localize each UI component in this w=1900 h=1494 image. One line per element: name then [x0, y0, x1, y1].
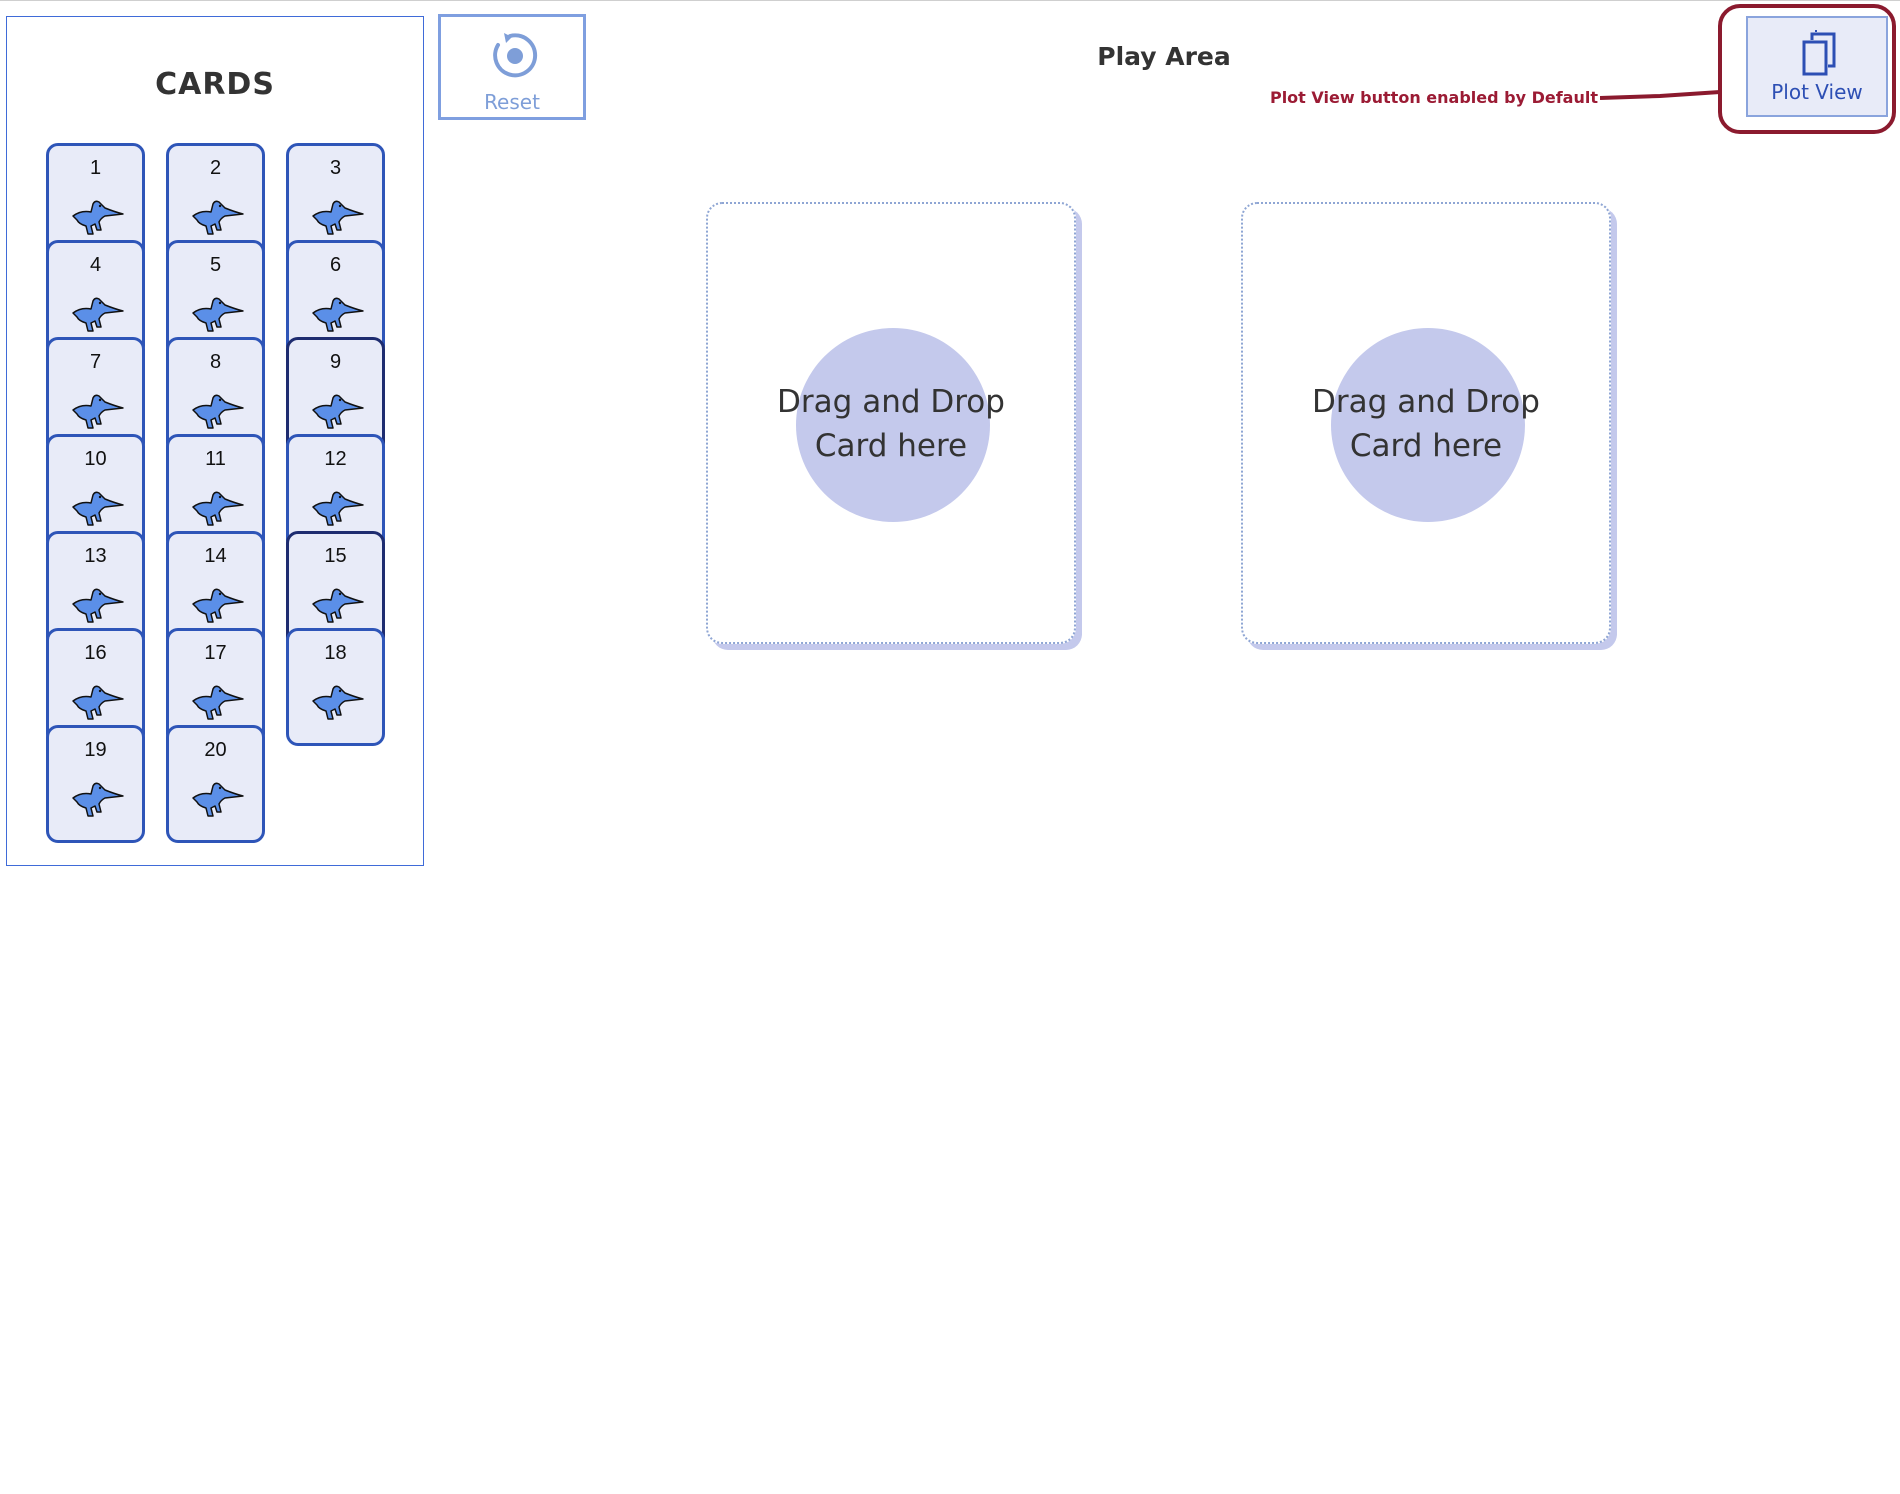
dinosaur-icon	[191, 487, 245, 527]
annotation-connector	[1600, 90, 1720, 100]
card-number: 19	[84, 739, 107, 761]
card-19[interactable]: 19	[46, 725, 145, 843]
reset-icon	[493, 33, 538, 78]
top-rule	[0, 0, 1900, 1]
card-number: 5	[209, 254, 222, 276]
dinosaur-icon	[71, 584, 125, 624]
card-number: 14	[204, 545, 227, 567]
card-number: 8	[209, 351, 222, 373]
dinosaur-icon	[311, 196, 365, 236]
annotation-text: Plot View button enabled by Default	[1269, 88, 1598, 107]
drop-zone-2[interactable]: Drag and Drop Card here	[1241, 202, 1611, 644]
dinosaur-icon	[191, 390, 245, 430]
card-number: 15	[324, 545, 347, 567]
drop-target-circle	[796, 328, 990, 522]
reset-label: Reset	[484, 90, 540, 114]
card-number: 16	[84, 642, 107, 664]
dinosaur-icon	[191, 778, 245, 818]
plot-view-button[interactable]: Plot View	[1746, 16, 1888, 117]
card-number: 3	[329, 157, 342, 179]
plot-view-label: Plot View	[1771, 80, 1863, 104]
dinosaur-icon	[311, 390, 365, 430]
card-number: 6	[329, 254, 342, 276]
reset-button[interactable]: Reset	[438, 14, 586, 120]
card-20[interactable]: 20	[166, 725, 265, 843]
dinosaur-icon	[311, 487, 365, 527]
card-number: 12	[324, 448, 347, 470]
dinosaur-icon	[71, 487, 125, 527]
card-number: 7	[89, 351, 102, 373]
play-area-title: Play Area	[1097, 42, 1231, 71]
card-number: 11	[205, 448, 226, 470]
card-number: 13	[84, 545, 107, 567]
dinosaur-icon	[191, 681, 245, 721]
dinosaur-icon	[191, 196, 245, 236]
card-number: 1	[89, 157, 102, 179]
dinosaur-icon	[311, 584, 365, 624]
dinosaur-icon	[191, 293, 245, 333]
dinosaur-icon	[191, 584, 245, 624]
card-number: 18	[324, 642, 347, 664]
card-number: 10	[84, 448, 107, 470]
dinosaur-icon	[311, 681, 365, 721]
card-number: 4	[89, 254, 102, 276]
card-number: 20	[204, 739, 227, 761]
annotation-highlight-ring	[1718, 4, 1896, 134]
card-18[interactable]: 18	[286, 628, 385, 746]
card-number: 17	[204, 642, 227, 664]
dinosaur-icon	[71, 390, 125, 430]
card-number: 2	[209, 157, 222, 179]
copy-cards-icon	[1802, 30, 1836, 76]
dinosaur-icon	[311, 293, 365, 333]
drop-target-circle	[1331, 328, 1525, 522]
card-number: 9	[329, 351, 342, 373]
dinosaur-icon	[71, 293, 125, 333]
dinosaur-icon	[71, 778, 125, 818]
drop-zone-1[interactable]: Drag and Drop Card here	[706, 202, 1076, 644]
dinosaur-icon	[71, 681, 125, 721]
dinosaur-icon	[71, 196, 125, 236]
cards-title: CARDS	[155, 67, 275, 102]
